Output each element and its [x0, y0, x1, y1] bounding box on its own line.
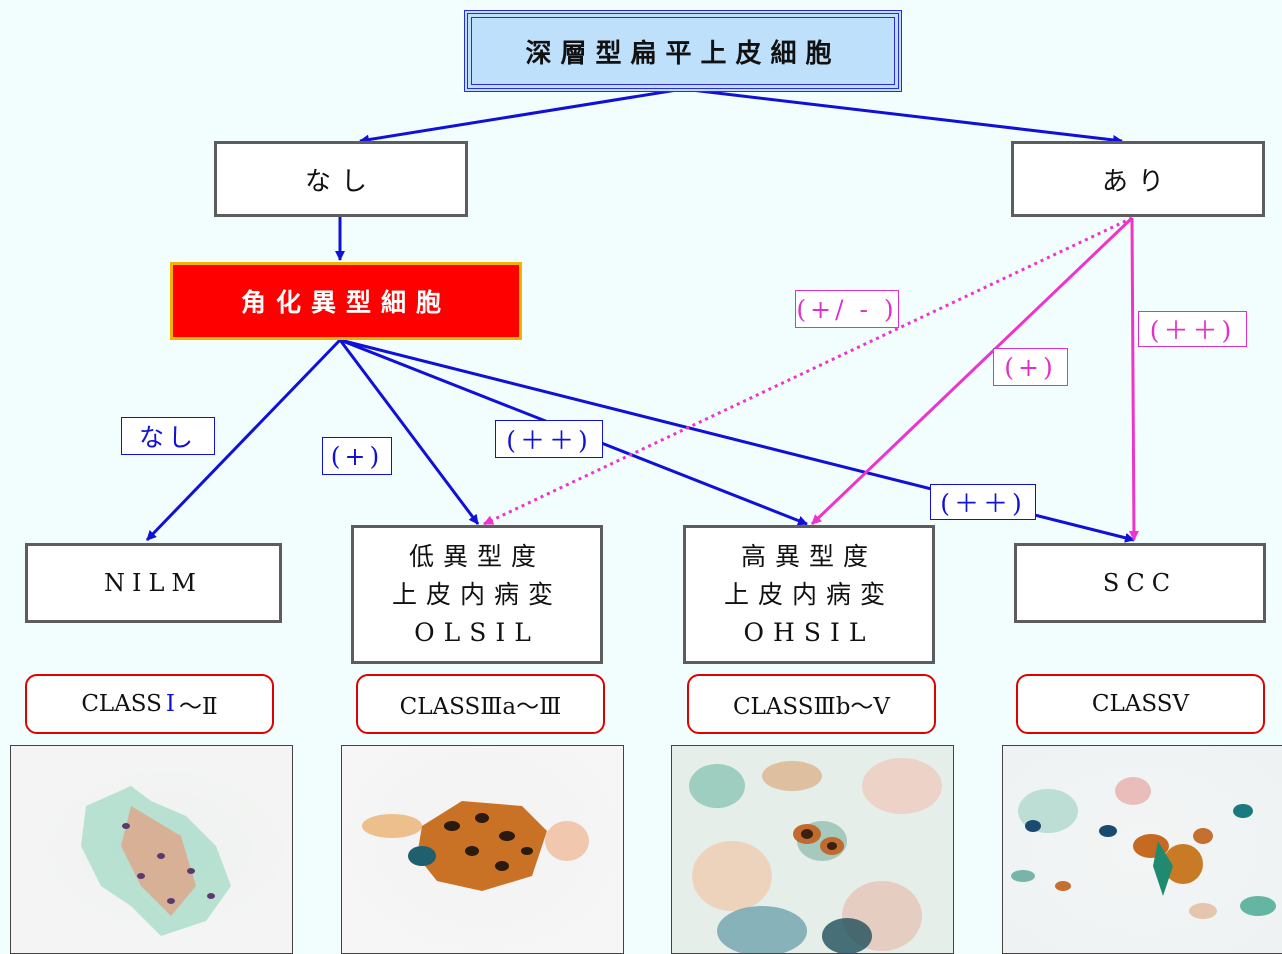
nilm-label: NILM — [104, 569, 203, 597]
atypical-label: 角化異型細胞 — [240, 288, 451, 317]
branch-none-box: なし — [214, 141, 468, 217]
class-box-3: CLASSⅢb～Ⅴ — [687, 674, 936, 734]
micrograph-scc-art — [1011, 777, 1276, 919]
hsil-line1: 高異型度 — [740, 541, 877, 571]
arrow-present-to-scc — [1128, 217, 1139, 541]
keratinized-atypical-cell-box: 角化異型細胞 — [170, 262, 522, 340]
edge-label-plusplus-scc: (＋＋) — [930, 484, 1036, 520]
hsil-line3: OHSIL — [743, 617, 875, 647]
branch-present-box: あり — [1011, 141, 1265, 217]
arrow-atypical-to-nilm — [145, 338, 342, 542]
arrow-present-to-lsil-dotted — [483, 216, 1133, 526]
edge-label-plusplus-mid: (＋＋) — [495, 420, 603, 458]
root-label: 深層型扁平上皮細胞 — [525, 38, 841, 69]
deep-squamous-cell-box: 深層型扁平上皮細胞 — [464, 10, 902, 92]
hsil-line2: 上皮内病変 — [723, 579, 894, 609]
class1-suffix: ～Ⅱ — [179, 694, 218, 720]
edge-label-plus-high: (+) — [993, 348, 1068, 386]
lsil-line3: OLSIL — [414, 617, 540, 647]
branch-none-label: なし — [304, 166, 377, 197]
micrograph-hsil-art — [672, 746, 953, 953]
micrograph-lsil-art — [362, 801, 589, 891]
arrow-present-to-hsil — [810, 216, 1134, 526]
nilm-box: NILM — [25, 543, 282, 623]
edge-label-plus-low: (+) — [322, 437, 392, 475]
lsil-line2: 上皮内病変 — [391, 579, 562, 609]
micrograph-nilm-art — [81, 786, 231, 936]
scc-box: SCC — [1014, 543, 1266, 623]
class-box-2: CLASSⅢa～Ⅲ — [356, 674, 605, 734]
edge-label-plus-minus: (+/ - ) — [795, 290, 899, 328]
lsil-box: 低異型度 上皮内病変 OLSIL — [351, 525, 603, 664]
edge-label-plusplus-right: (＋＋) — [1138, 311, 1247, 347]
hsil-box: 高異型度 上皮内病変 OHSIL — [683, 525, 935, 664]
micrograph-lsil — [341, 745, 624, 954]
scc-label: SCC — [1102, 569, 1178, 597]
lsil-line1: 低異型度 — [408, 541, 545, 571]
arrow-root-to-none — [359, 87, 684, 145]
arrow-atypical-to-lsil — [338, 339, 480, 525]
micrograph-nilm — [10, 745, 293, 954]
arrow-root-to-present — [682, 87, 1123, 145]
micrograph-scc — [1002, 745, 1282, 954]
edge-label-none: なし — [121, 417, 215, 455]
branch-present-label: あり — [1101, 166, 1174, 197]
micrograph-hsil — [671, 745, 954, 954]
class1-roman: Ⅰ — [165, 691, 176, 717]
class-box-4: CLASSⅤ — [1016, 674, 1265, 734]
class1-prefix: CLASS — [81, 691, 162, 717]
